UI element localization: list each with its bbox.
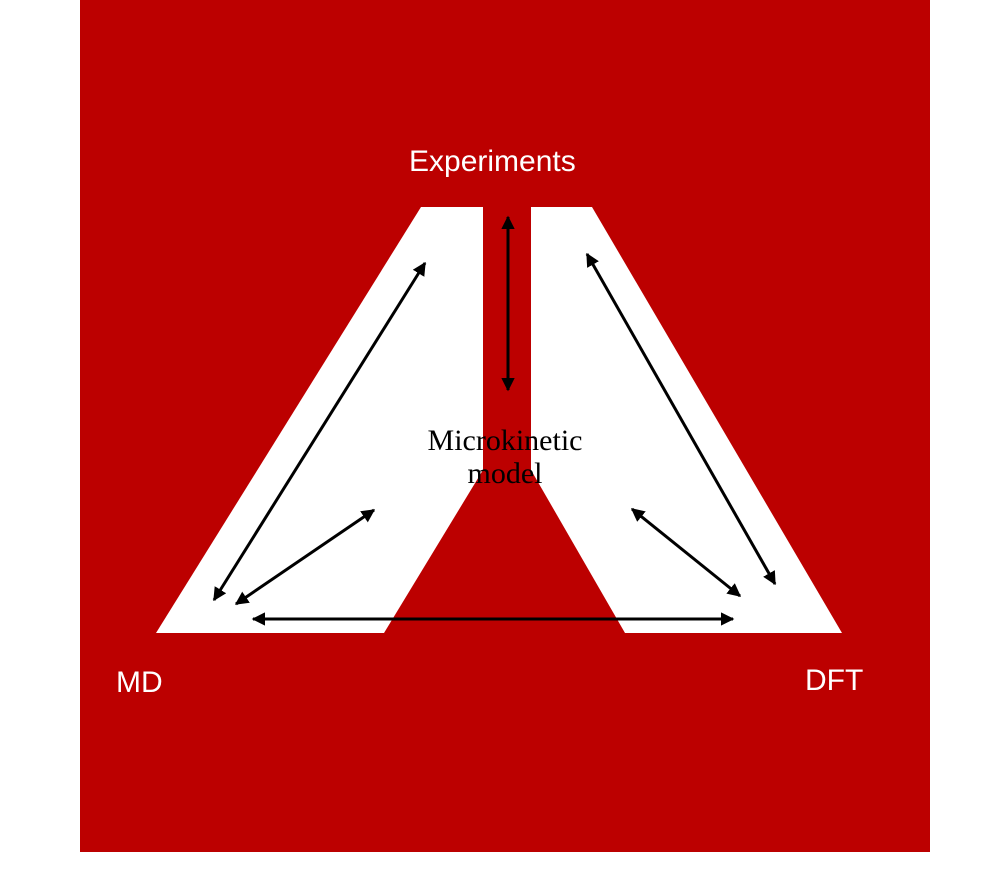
arrow-dft-model (630, 507, 742, 598)
microkinetic-model-line1: Microkinetic (427, 424, 583, 457)
microkinetic-model-label: Microkinetic model (380, 424, 630, 490)
microkinetic-model-line2: model (467, 457, 543, 490)
arrow-md-model (234, 508, 376, 606)
experiments-label: Experiments (409, 145, 576, 178)
arrow-experiments-dft (585, 252, 777, 586)
left-leg-shape (156, 207, 483, 633)
md-label: MD (116, 666, 163, 699)
dft-label: DFT (805, 664, 864, 697)
right-leg-shape (531, 207, 842, 633)
